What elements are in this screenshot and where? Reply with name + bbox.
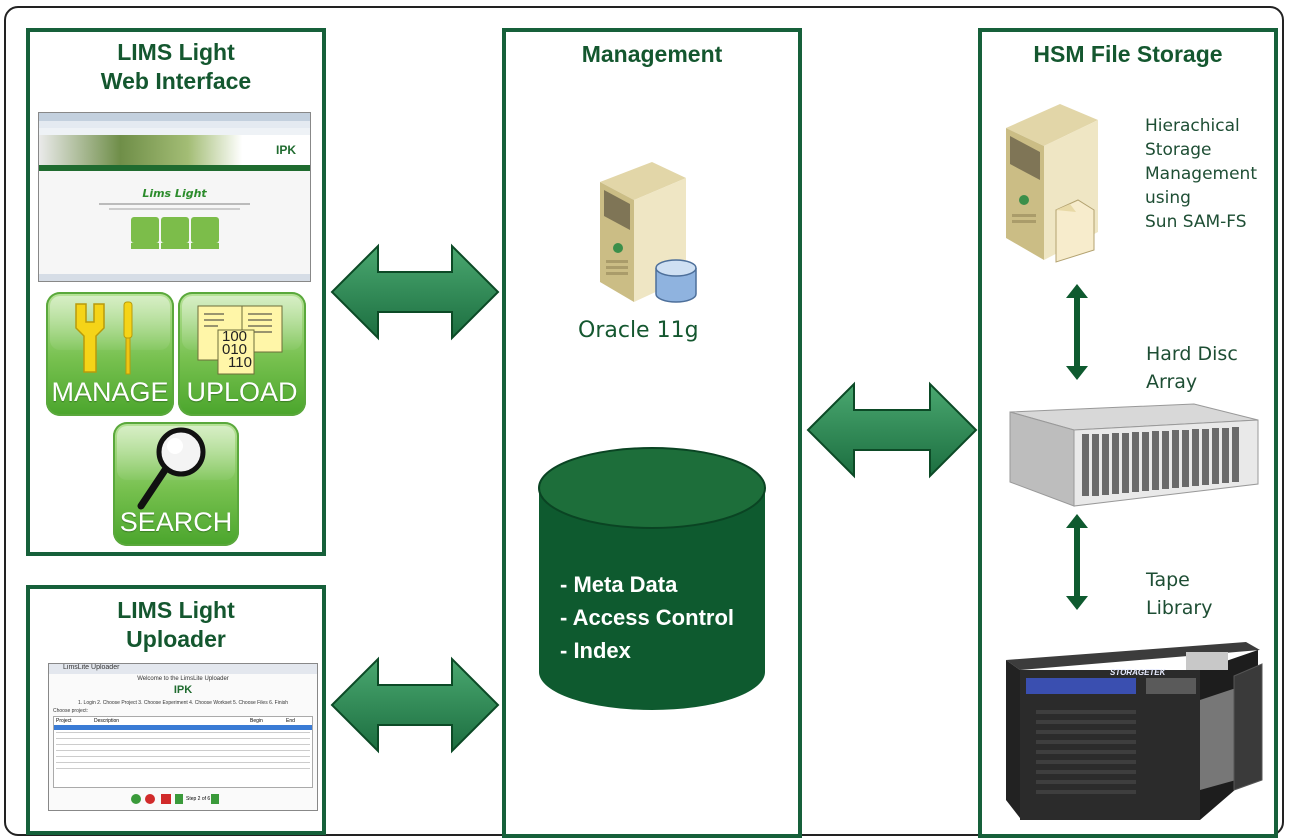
- web-logo: IPK: [275, 143, 296, 157]
- tape-library-label: Tape Library: [1146, 569, 1213, 619]
- server-disc-arrow[interactable]: [1064, 284, 1090, 380]
- hsm-server-icon: [1006, 104, 1098, 263]
- manage-label: MANAGE: [51, 377, 169, 407]
- uploader-step-label: Step 2 of 6: [186, 796, 211, 802]
- uploader-window-title: LimsLite Uploader: [63, 664, 120, 671]
- uploader-welcome: Welcome to the LimsLite Uploader: [137, 676, 229, 682]
- tape-library-icon: [1006, 642, 1263, 820]
- management-panel: [502, 28, 802, 838]
- disc-tape-arrow[interactable]: [1064, 514, 1090, 610]
- manage-tile: MANAGE: [46, 292, 174, 416]
- binary-text: 100 010 110: [222, 328, 252, 371]
- index-item: - Index: [560, 638, 631, 663]
- web-interface-title: LIMS Light Web Interface: [100, 39, 252, 94]
- disc-array-label: Hard Disc Array: [1146, 343, 1238, 393]
- hsm-description: Hierachical Storage Management using Sun…: [1145, 116, 1257, 232]
- access-control-item: - Access Control: [560, 605, 735, 630]
- metadata-cylinder: [538, 447, 766, 710]
- upload-label: UPLOAD: [186, 377, 298, 407]
- oracle-label: Oracle 11g: [578, 318, 699, 343]
- web-title: Lims Light: [142, 187, 207, 200]
- meta-data-item: - Meta Data: [560, 572, 678, 597]
- uploader-steps: 1. Login 2. Choose Project 3. Choose Exp…: [77, 700, 288, 706]
- database-server-icon: [600, 162, 697, 303]
- uploader-screenshot: LimsLite Uploader Welcome to the LimsLit…: [48, 663, 318, 811]
- search-label: SEARCH: [119, 507, 233, 537]
- uploader-choose: Choose project:: [53, 708, 89, 714]
- documents-icon: [197, 305, 283, 375]
- cylinder-list: - Meta Data - Access Control - Index: [560, 568, 734, 667]
- storage-title: HSM File Storage: [1033, 41, 1223, 67]
- uploader-title: LIMS Light Uploader: [117, 597, 235, 652]
- disc-array-icon: [1009, 403, 1259, 507]
- tape-brand: STORAGETEK: [1110, 668, 1166, 677]
- uploader-logo: IPK: [173, 684, 193, 696]
- search-tile: SEARCH: [113, 422, 239, 546]
- magnifier-icon: [137, 427, 206, 510]
- wrench-icon: [75, 301, 133, 375]
- web-management-arrow[interactable]: [330, 242, 500, 342]
- management-title: Management: [581, 41, 723, 67]
- management-storage-arrow[interactable]: [806, 380, 978, 480]
- uploader-management-arrow[interactable]: [330, 655, 500, 755]
- upload-tile: 100 010 110 UPLOAD: [178, 292, 306, 416]
- web-interface-screenshot: IPK Lims Light: [38, 112, 311, 282]
